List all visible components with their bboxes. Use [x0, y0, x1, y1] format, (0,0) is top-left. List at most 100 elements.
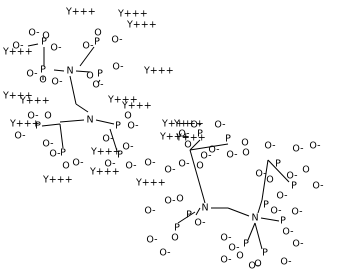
nitrogen-atom: N: [201, 203, 208, 214]
bond-line: [41, 123, 61, 127]
phosphorus-atom: P: [174, 223, 180, 234]
phosphorus-atom: P: [291, 181, 297, 192]
bond-line: [189, 143, 229, 151]
oxo-label: O: [266, 175, 273, 186]
bond-line: [53, 69, 65, 72]
oxide-label: O-: [12, 41, 23, 52]
oxide-label: O-: [214, 120, 225, 131]
oxide-label: O-: [178, 129, 189, 140]
phosphorus-atom: P: [263, 200, 269, 211]
oxide-label: O-: [270, 206, 281, 217]
yttrium-ion-label: Y+++: [121, 101, 152, 112]
oxide-label: O-: [127, 121, 138, 132]
oxo-label: O: [176, 194, 183, 205]
phosphorus-atom: P: [115, 121, 121, 132]
oxide-label: O-: [144, 158, 155, 169]
yttrium-ion-label: Y+++: [117, 9, 148, 20]
yttrium-ion-label: Y+++: [175, 133, 206, 144]
oxide-label: O-: [226, 150, 237, 161]
phosphorus-atom: P: [186, 210, 192, 221]
bond-line: [59, 123, 64, 149]
oxide-label: O-: [292, 239, 303, 250]
nitrogen-atom: N: [86, 115, 93, 126]
yttrium-ion-label: Y+++: [173, 119, 204, 130]
oxide-label: O-: [194, 218, 205, 229]
nitrogen-atom: N: [66, 66, 73, 77]
oxide-label: O-: [51, 77, 62, 88]
oxide-label: O-: [292, 144, 303, 155]
phosphorus-atom: P: [225, 134, 231, 145]
oxo-label: O: [94, 28, 101, 39]
phosphorus-atom: P: [275, 159, 281, 170]
atom-labels: Y+++Y+++Y+++Y+++Y+++Y+++Y+++Y+++Y+++Y+++…: [2, 7, 324, 272]
oxide-label: O-: [26, 69, 37, 80]
oxide-label: O-: [282, 227, 293, 238]
oxide-label: O-: [164, 196, 175, 207]
phosphorus-atom: P: [60, 148, 66, 159]
yttrium-ion-label: Y+++: [89, 167, 120, 178]
oxo-label: O: [44, 111, 51, 122]
yttrium-ion-label: Y+++: [42, 175, 73, 186]
bond-line: [195, 207, 201, 216]
oxide-label: O-: [264, 141, 275, 152]
phosphorus-atom: P: [97, 69, 103, 80]
oxide-label: O-: [144, 206, 155, 217]
bond-line: [257, 199, 263, 214]
bond-line: [189, 149, 206, 204]
bond-line: [69, 75, 77, 105]
bond-line: [261, 159, 269, 201]
oxide-label: O-: [28, 28, 39, 39]
oxide-label: O-: [228, 243, 239, 254]
oxide-label: O-: [42, 139, 53, 150]
yttrium-ion-label: Y+++: [159, 132, 190, 143]
yttrium-ion-label: Y+++: [135, 178, 166, 189]
oxo-label: O: [241, 138, 248, 149]
oxide-label: O-: [125, 161, 136, 172]
oxo-label: O: [171, 233, 178, 244]
bond-line: [247, 222, 256, 241]
oxide-label: O-: [309, 141, 320, 152]
phosphorus-atom: P: [262, 248, 268, 259]
oxide-label: O-: [286, 171, 297, 182]
oxide-label: O-: [178, 159, 189, 170]
bond-line: [75, 103, 89, 113]
yttrium-ion-label: Y+++: [19, 96, 50, 107]
yttrium-ion-label: Y+++: [143, 66, 174, 77]
phosphorus-atom: P: [41, 37, 47, 48]
yttrium-ion-label: Y+++: [65, 7, 96, 18]
oxo-label: O: [302, 165, 309, 176]
bond-line: [260, 217, 280, 222]
oxide-label: O-: [49, 149, 60, 160]
oxo-label: O: [124, 111, 131, 122]
nitrogen-atom: N: [251, 213, 258, 224]
bond-lines: [27, 43, 290, 250]
oxide-label: O-: [190, 120, 201, 131]
bond-line: [254, 222, 263, 250]
oxide-label: O-: [255, 169, 266, 180]
phosphorus-atom: P: [40, 65, 46, 76]
oxo-label: O: [196, 161, 203, 172]
phosphorus-atom: P: [280, 216, 286, 227]
yttrium-ion-label: Y+++: [107, 95, 138, 106]
yttrium-ion-label: Y+++: [161, 119, 192, 130]
oxide-label: O-: [50, 43, 61, 54]
yttrium-ion-label: Y+++: [9, 119, 40, 130]
oxide-label: O-: [276, 191, 287, 202]
phosphorus-atom: P: [35, 121, 41, 132]
oxide-label: O-: [248, 261, 259, 272]
oxide-label: O-: [312, 181, 323, 192]
bond-line: [97, 79, 101, 84]
oxide-label: O-: [102, 134, 113, 145]
oxide-label: O-: [72, 158, 83, 169]
oxide-label: O-: [82, 41, 93, 52]
oxide-label: O-: [14, 131, 25, 142]
oxide-label: O-: [220, 233, 231, 244]
phosphorus-atom: P: [117, 150, 123, 161]
bond-line: [189, 139, 201, 151]
phosphorus-atom: P: [243, 239, 249, 250]
oxide-label: O-: [112, 62, 123, 73]
bond-line: [109, 128, 118, 152]
bond-line: [267, 159, 290, 183]
oxide-label: O-: [146, 235, 157, 246]
